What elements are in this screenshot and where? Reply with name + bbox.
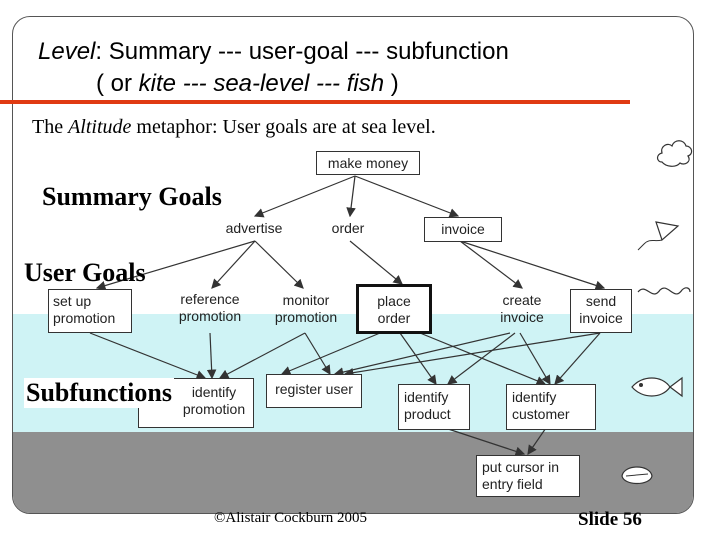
slide-title-line1: Level: Summary --- user-goal --- subfunc… [38,38,509,65]
slide-number: Slide 56 [578,509,642,530]
node-order: order [331,220,365,236]
node-make-money: make money [316,151,420,175]
title-underline [0,100,630,104]
node-invoice: invoice [424,217,502,242]
copyright-footer: ©Alistair Cockburn 2005 [214,510,368,526]
subfunctions-label: Subfunctions [24,378,174,408]
slide-title-line2: ( or kite --- sea-level --- fish ) [96,70,399,97]
cloud-icon [656,140,693,167]
fish-icon [631,376,683,398]
node-advertise: advertise [225,220,283,236]
user-goals-label: User Goals [24,258,146,287]
wave-icon [637,287,691,295]
slide-frame [12,16,694,514]
clam-icon [621,466,653,485]
slide-subtitle: The Altitude metaphor: User goals are at… [32,116,436,138]
node-register-user: register user [266,374,362,408]
summary-goals-label: Summary Goals [42,182,222,211]
kite-icon [637,221,680,251]
